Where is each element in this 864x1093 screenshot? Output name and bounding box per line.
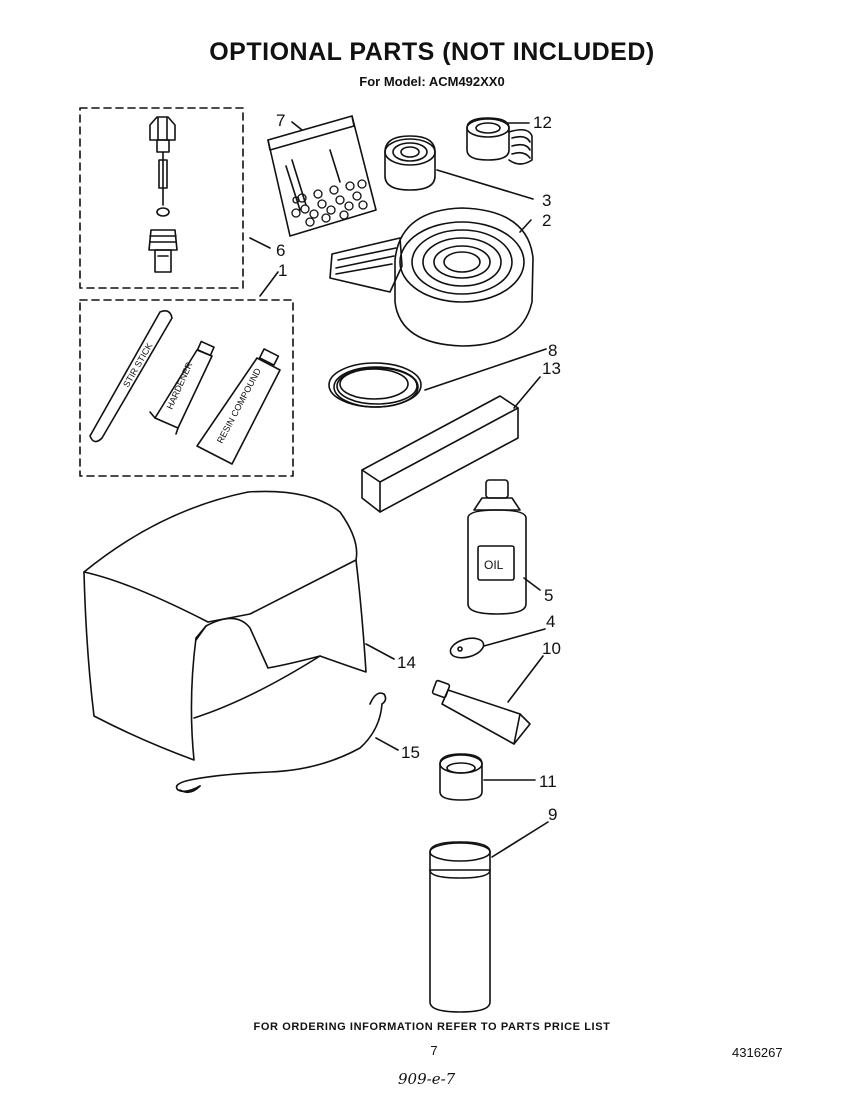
valve-capsule (449, 637, 485, 659)
leader-lines (249, 121, 549, 858)
resin-compound-label: RESIN COMPOUND (215, 366, 263, 445)
valve-kit-box (79, 107, 244, 289)
large-tape-roll (329, 207, 534, 347)
handwritten-note: 909-e-7 (398, 1070, 456, 1088)
callout-1: 1 (278, 261, 287, 280)
callout-10: 10 (542, 639, 561, 658)
callout-7: 7 (276, 111, 285, 130)
callout-3: 3 (542, 191, 551, 210)
callout-4: 4 (546, 612, 555, 631)
callout-6: 6 (276, 241, 285, 260)
small-tape-roll (466, 117, 533, 165)
callout-2: 2 (542, 211, 551, 230)
callout-9: 9 (548, 805, 557, 824)
spray-can (429, 841, 491, 1013)
medium-tape-roll (384, 135, 436, 191)
putty-can (439, 753, 483, 801)
epoxy-kit-box: STIR STICK HARDENER RESIN COMPOUND (79, 299, 294, 477)
o-ring-bag (267, 115, 377, 237)
page-number: 7 (430, 1043, 438, 1058)
document-number: 4316267 (732, 1045, 783, 1060)
callout-14: 14 (397, 653, 416, 672)
coiled-cord (328, 362, 422, 408)
unit-cover (83, 490, 367, 761)
callout-15: 15 (401, 743, 420, 762)
callout-12: 12 (533, 113, 552, 132)
hook-cord (175, 692, 387, 794)
model-subtitle: For Model: ACM492XX0 (359, 74, 505, 89)
ordering-note: FOR ORDERING INFORMATION REFER TO PARTS … (253, 1021, 611, 1033)
callout-13: 13 (542, 359, 561, 378)
callout-8: 8 (548, 341, 557, 360)
callout-5: 5 (544, 586, 553, 605)
sealant-tube (431, 679, 531, 745)
page-title: OPTIONAL PARTS (NOT INCLUDED) (209, 38, 655, 66)
oil-label: OIL (484, 558, 504, 572)
callout-11: 11 (539, 772, 557, 791)
insulation-bar (361, 395, 519, 513)
oil-bottle: OIL (467, 479, 527, 615)
stir-stick-label: STIR STICK (121, 341, 154, 389)
